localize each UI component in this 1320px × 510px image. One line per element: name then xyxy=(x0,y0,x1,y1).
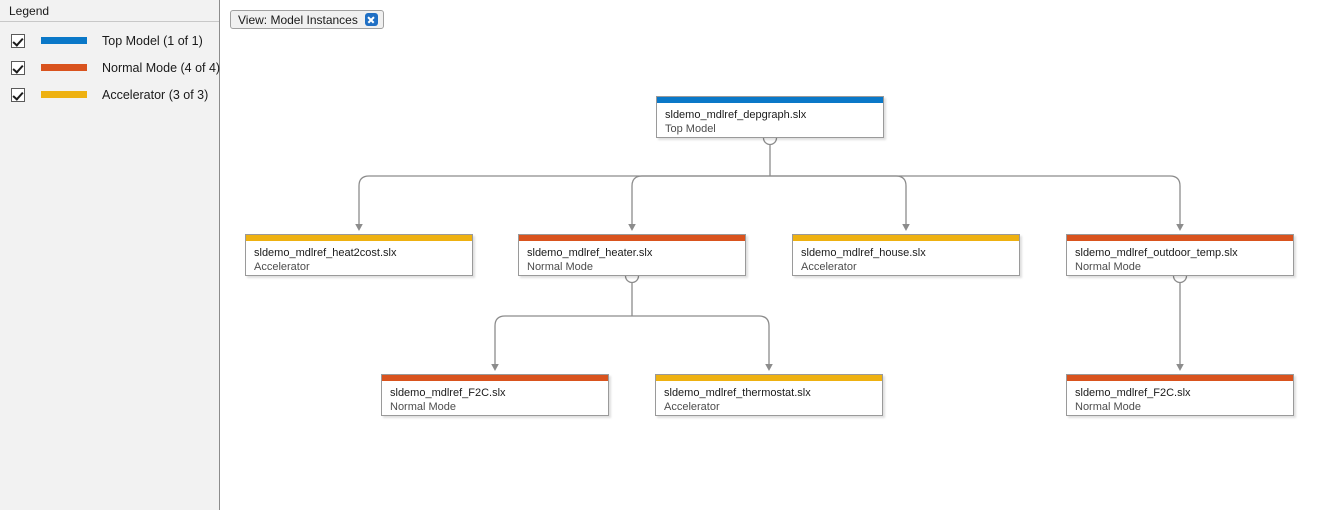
model-node-status-bar xyxy=(793,235,1019,241)
legend-title: Legend xyxy=(9,3,50,18)
model-node-title: sldemo_mdlref_outdoor_temp.slx xyxy=(1075,247,1238,259)
edge-connector xyxy=(770,175,1184,231)
legend-color-swatch xyxy=(41,91,87,98)
legend-header: Legend xyxy=(0,0,219,22)
model-node-subtitle: Normal Mode xyxy=(1075,401,1142,413)
model-node-title: sldemo_mdlref_house.slx xyxy=(801,247,926,259)
model-node-title: sldemo_mdlref_heat2cost.slx xyxy=(254,247,397,259)
model-node-subtitle: Normal Mode xyxy=(390,401,457,413)
model-node-title: sldemo_mdlref_F2C.slx xyxy=(1075,387,1191,399)
legend-item-list: Top Model (1 of 1) Normal Mode (4 of 4) Ac… xyxy=(0,22,221,108)
legend-panel: Legend Top Model (1 of 1) Normal Mode (4 … xyxy=(0,0,220,510)
model-node-subtitle: Accelerator xyxy=(664,401,720,413)
legend-checkbox[interactable] xyxy=(11,87,25,102)
model-node-status-bar xyxy=(246,235,472,241)
legend-item-label: Accelerator (3 of 3) xyxy=(102,87,209,102)
model-node-title: sldemo_mdlref_thermostat.slx xyxy=(664,387,811,399)
view-filter-label: View: Model Instances xyxy=(238,12,358,27)
close-circle-icon[interactable] xyxy=(364,13,378,26)
view-filter-chip[interactable]: View: Model Instances xyxy=(230,10,384,29)
model-node-status-bar xyxy=(657,97,883,103)
model-node-status-bar xyxy=(656,375,882,381)
model-node-title: sldemo_mdlref_depgraph.slx xyxy=(665,109,807,121)
legend-item[interactable]: Top Model (1 of 1) xyxy=(0,27,219,54)
edge-connector xyxy=(355,175,770,231)
model-node-subtitle: Normal Mode xyxy=(527,261,594,273)
edge-connector xyxy=(632,315,773,371)
legend-color-swatch xyxy=(41,64,87,71)
legend-item[interactable]: Normal Mode (4 of 4) xyxy=(0,54,221,81)
model-node-status-bar xyxy=(382,375,608,381)
model-node-title: sldemo_mdlref_heater.slx xyxy=(527,247,653,259)
model-node-subtitle: Accelerator xyxy=(254,261,310,273)
model-node-subtitle: Normal Mode xyxy=(1075,261,1142,273)
model-node-title: sldemo_mdlref_F2C.slx xyxy=(390,387,506,399)
model-node-status-bar xyxy=(1067,375,1293,381)
legend-checkbox[interactable] xyxy=(11,33,25,48)
model-node-status-bar xyxy=(1067,235,1293,241)
legend-item-label: Top Model (1 of 1) xyxy=(102,33,203,48)
model-node-subtitle: Top Model xyxy=(665,123,716,135)
legend-item[interactable]: Accelerator (3 of 3) xyxy=(0,81,219,108)
model-node-subtitle: Accelerator xyxy=(801,261,857,273)
graph-canvas[interactable]: View: Model Instances sldemo_mdlref_depg… xyxy=(221,0,1320,510)
edge-connector xyxy=(628,175,770,231)
model-node-status-bar xyxy=(519,235,745,241)
edge-connector xyxy=(770,175,910,231)
edge-connector xyxy=(491,315,632,371)
legend-item-label: Normal Mode (4 of 4) xyxy=(102,60,221,75)
legend-color-swatch xyxy=(41,37,87,44)
legend-checkbox[interactable] xyxy=(11,60,25,75)
